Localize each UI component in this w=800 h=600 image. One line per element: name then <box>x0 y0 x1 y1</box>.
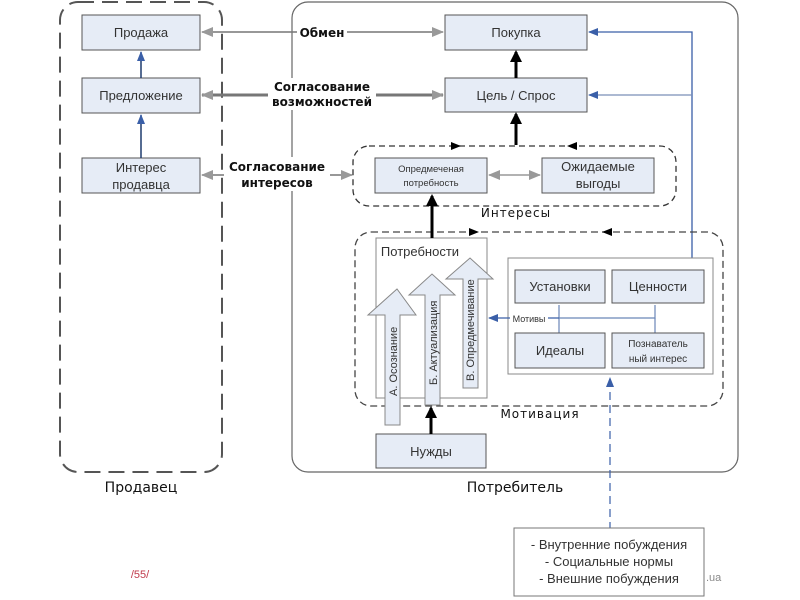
page-number: /55/ <box>131 569 150 581</box>
sale-label: Продажа <box>114 25 169 40</box>
awareness-arrow <box>366 288 417 426</box>
sale-box <box>81 14 201 51</box>
capabilities-label-1: Согласование <box>274 80 370 94</box>
expected-benefits-label-1: Ожидаемые <box>561 159 635 174</box>
needs-title: Потребности <box>381 244 459 259</box>
actualization-label: Б. Актуализация <box>428 301 440 385</box>
cognitive-interest-label-1: Познаватель <box>628 339 688 350</box>
expected-benefits-label-2: выгоды <box>576 176 621 191</box>
objectified-need-label-1: Опредмеченая <box>398 164 464 175</box>
motivation-region <box>354 231 724 407</box>
awareness-label: А. Осознание <box>388 327 400 396</box>
consumer-title: Потребитель <box>467 480 563 496</box>
influence-internal: - Внутренние побуждения <box>531 537 687 552</box>
goal-label: Цель / Спрос <box>477 88 556 103</box>
objectification-arrow <box>444 257 495 389</box>
seller-interest-box <box>81 157 201 194</box>
motivation-label: Мотивация <box>500 407 579 421</box>
capabilities-label-2: возможностей <box>272 95 372 109</box>
influences-box <box>513 527 705 597</box>
interests-link-label-2: интересов <box>241 176 313 190</box>
influence-social: - Социальные нормы <box>545 554 673 569</box>
motives-label: Мотивы <box>513 314 546 324</box>
wants-label: Нужды <box>410 444 452 459</box>
attitudes-box <box>514 269 606 304</box>
exchange-label-bg <box>297 24 347 40</box>
values-box <box>611 269 705 304</box>
consumer-frame <box>291 1 739 473</box>
objectification-label: В. Опредмечивание <box>465 279 477 381</box>
interests-link-label-bg <box>224 157 330 191</box>
actualization-arrow <box>407 273 457 406</box>
cognitive-interest-label-2: ный интерес <box>629 354 687 365</box>
seller-interest-label-2: продавца <box>112 177 170 192</box>
ideals-box <box>514 332 606 369</box>
motives-label-bg <box>510 312 548 324</box>
influence-external: - Внешние побуждения <box>539 571 679 586</box>
site-suffix: .ua <box>706 572 722 584</box>
interests-region <box>352 145 677 207</box>
seller-frame <box>59 1 223 473</box>
seller-title: Продавец <box>105 480 178 496</box>
purchase-label: Покупка <box>491 25 541 40</box>
purchase-box <box>444 14 588 51</box>
expected-benefits-box <box>541 157 655 194</box>
offer-label: Предложение <box>99 88 183 103</box>
objectified-need-label-2: потребность <box>403 178 458 189</box>
exchange-label: Обмен <box>300 26 345 40</box>
interests-link-label-1: Согласование <box>229 160 325 174</box>
cognitive-interest-box <box>611 332 705 369</box>
seller-interest-label-1: Интерес <box>116 160 167 175</box>
attitudes-label: Установки <box>529 279 590 294</box>
motives-connector <box>558 305 656 319</box>
values-label: Ценности <box>629 279 687 294</box>
interests-label: Интересы <box>481 206 551 220</box>
objectified-need-box <box>374 157 488 194</box>
offer-box <box>81 77 201 114</box>
wants-box <box>375 433 487 469</box>
capabilities-label-bg <box>268 78 376 110</box>
ideals-label: Идеалы <box>536 343 584 358</box>
feedback-to-purchase <box>588 28 693 258</box>
